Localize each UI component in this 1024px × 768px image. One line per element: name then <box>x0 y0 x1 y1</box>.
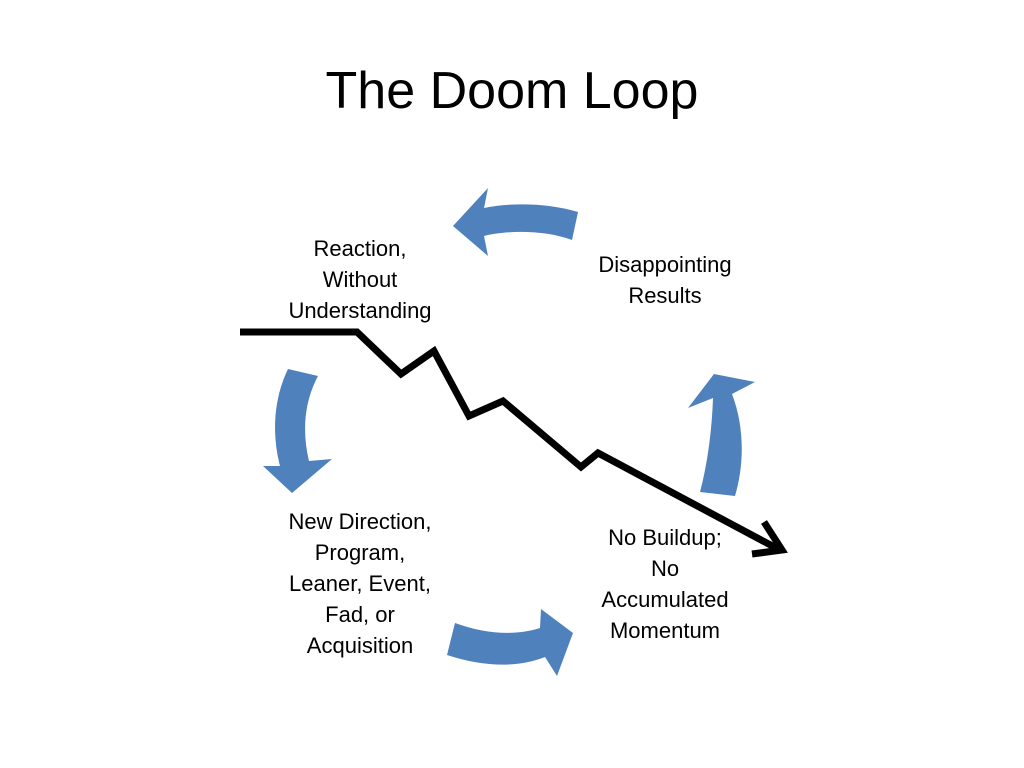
node-line: Fad, or <box>325 602 395 627</box>
node-line: Accumulated <box>601 587 729 612</box>
node-disappointing-results: Disappointing Results <box>560 249 770 311</box>
node-line: New Direction, <box>288 509 432 534</box>
node-line: Program, <box>314 540 406 565</box>
node-line: Disappointing <box>598 252 732 277</box>
node-new-direction: New Direction, Program, Leaner, Event, F… <box>250 506 470 661</box>
node-line: Reaction, <box>313 236 407 261</box>
declining-trend-line <box>240 328 780 553</box>
node-line: Results <box>628 283 702 308</box>
node-no-buildup: No Buildup; No Accumulated Momentum <box>555 522 775 646</box>
node-line: Without <box>322 267 398 292</box>
node-line: No Buildup; <box>608 525 722 550</box>
node-line: Understanding <box>288 298 432 323</box>
node-line: Acquisition <box>306 633 414 658</box>
node-reaction-without-understanding: Reaction, Without Understanding <box>250 233 470 326</box>
node-line: No <box>650 556 680 581</box>
trend-arrowhead <box>751 520 788 558</box>
node-line: Leaner, Event, <box>289 571 431 596</box>
cycle-arrow-right <box>688 374 755 496</box>
cycle-arrow-left <box>263 369 332 493</box>
slide-title: The Doom Loop <box>325 62 699 120</box>
node-line: Momentum <box>609 618 721 643</box>
cycle-arrow-top <box>453 188 578 256</box>
cycle-arrow-bottom <box>447 609 573 676</box>
